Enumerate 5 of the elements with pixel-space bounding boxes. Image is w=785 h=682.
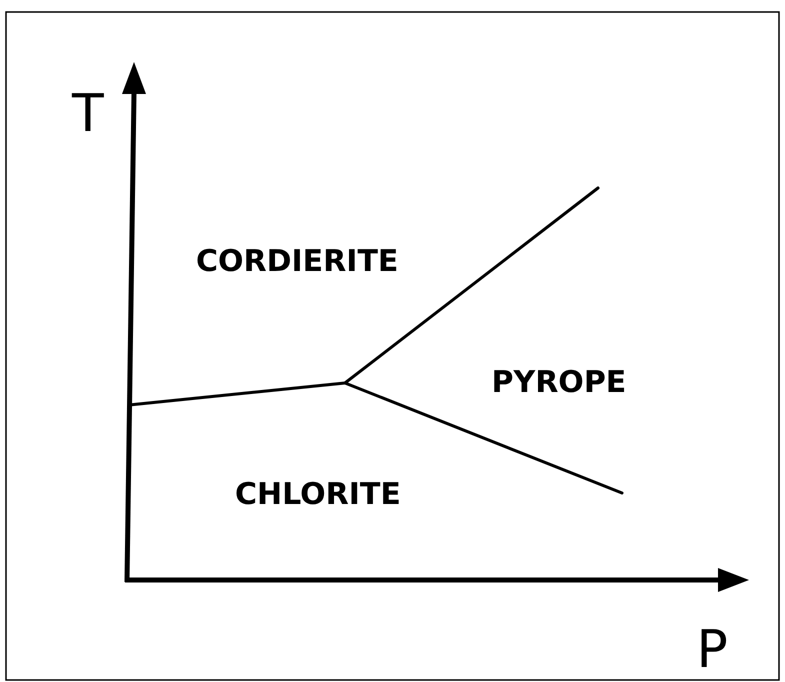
axis-label: P xyxy=(696,624,728,676)
region-label: CORDIERITE xyxy=(196,247,398,277)
region-label: PYROPE xyxy=(492,368,626,398)
region-label: CHLORITE xyxy=(235,480,401,510)
axis-label: T xyxy=(72,88,104,140)
